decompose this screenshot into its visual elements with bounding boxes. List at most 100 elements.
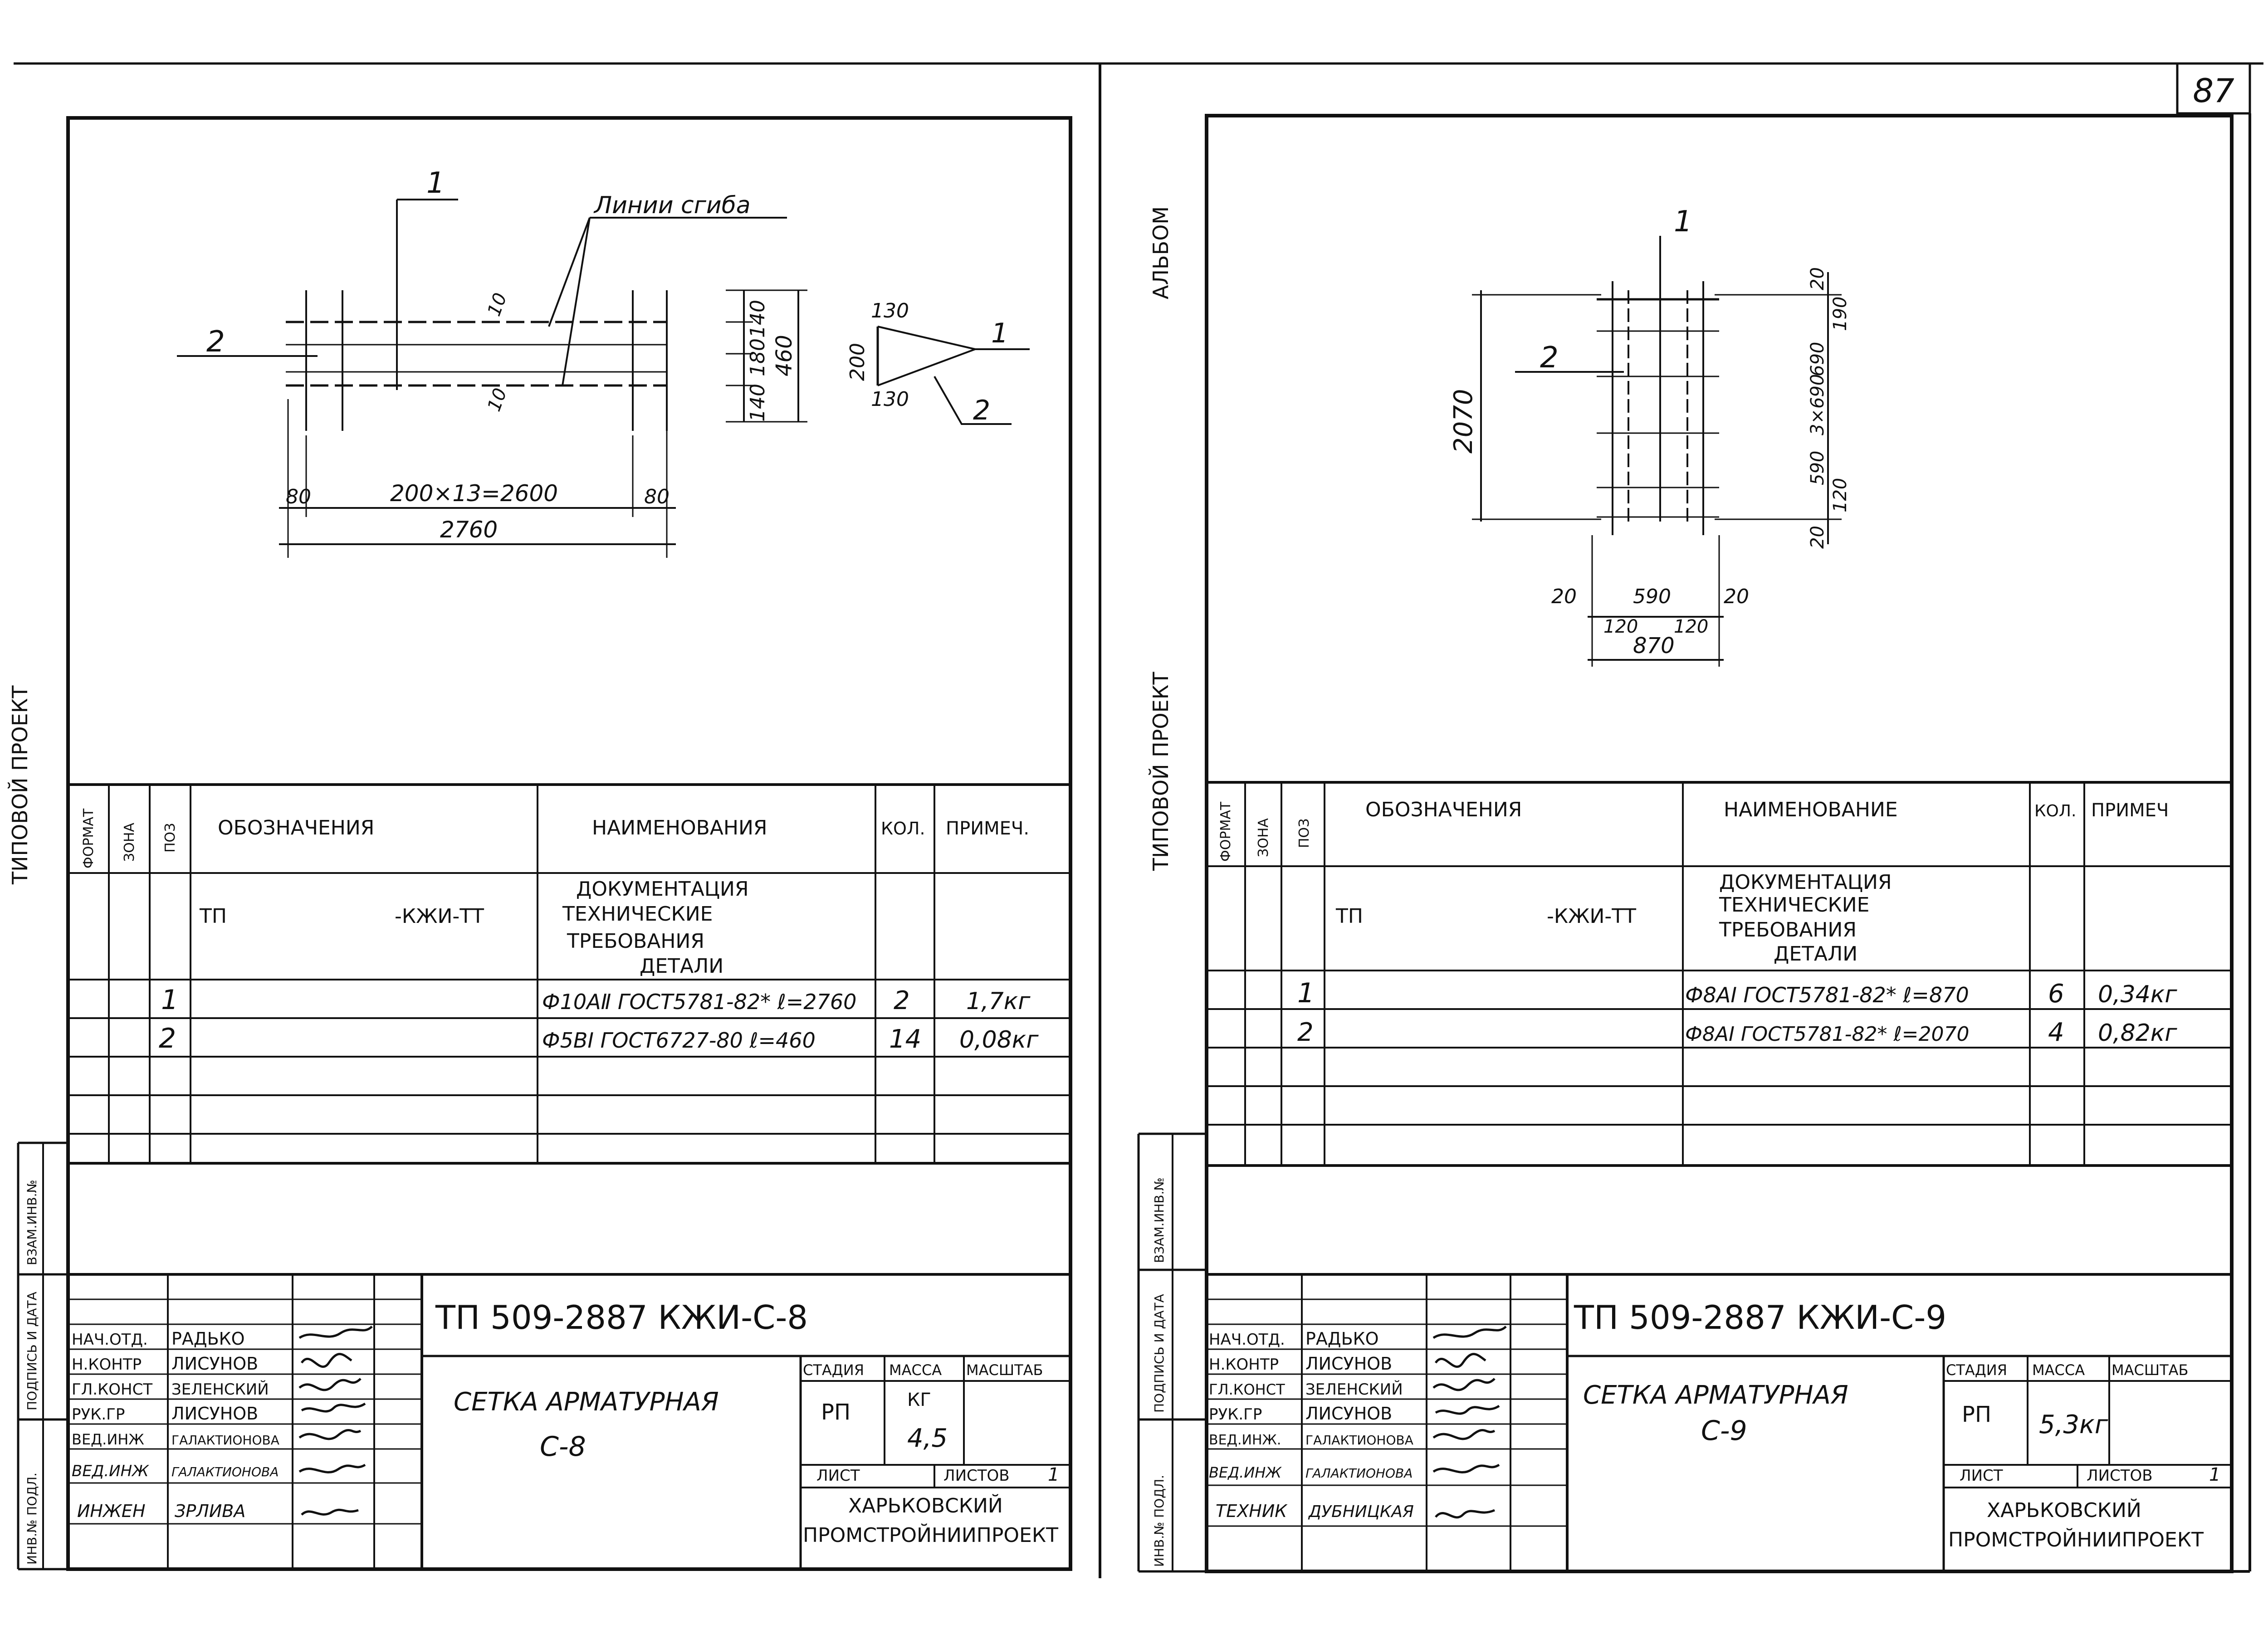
c9-dim-right-6: 20 <box>1807 526 1828 549</box>
side-label-typical-project-right: ТИПОВОЙ ПРОЕКТ <box>1149 672 1173 871</box>
stamp-col-inv-right: ИНВ.№ ПОДЛ. <box>1152 1475 1167 1567</box>
c9-lbl-sheet: ЛИСТ <box>1960 1467 2003 1485</box>
c8-row1-qty: 2 <box>894 986 910 1015</box>
c9-dim-right-4: 590 <box>1807 451 1828 485</box>
c9-dim-bottom-2: 20 <box>1724 585 1749 608</box>
c9-dim-right-1: 190 <box>1830 297 1851 331</box>
c9-hdr-zone: ЗОНА <box>1256 818 1271 857</box>
c8-hdr-note: ПРИМЕЧ. <box>946 818 1029 839</box>
c9-staff-name-3: ЛИСУНОВ <box>1305 1404 1392 1424</box>
c8-row1-name: Ф10АⅡ ГОСТ5781-82* ℓ=2760 <box>542 990 856 1014</box>
c9-staff-name-2: ЗЕЛЕНСКИЙ <box>1305 1380 1403 1399</box>
c8-staff-role-0: НАЧ.ОТД. <box>72 1331 148 1349</box>
c9-row0-designation-suffix: -КЖИ-ТТ <box>1547 905 1636 928</box>
c8-row0-name-0: ДОКУМЕНТАЦИЯ <box>576 878 749 901</box>
c9-org-line1: ХАРЬКОВСКИЙ <box>1987 1498 2141 1522</box>
c8-section-callout-1: 1 <box>991 317 1008 349</box>
c8-section-top: 130 <box>871 299 909 322</box>
c9-row1-name: Ф8АⅠ ГОСТ5781-82* ℓ=870 <box>1685 983 1969 1007</box>
c9-dim-height-total: 2070 <box>1449 389 1478 454</box>
c9-hdr-pos: ПОЗ <box>1296 819 1312 848</box>
c8-staff-name-0: РАДЬКО <box>171 1329 245 1349</box>
c9-staff-role-2: ГЛ.КОНСТ <box>1209 1381 1285 1398</box>
c9-callout-2: 2 <box>1540 341 1559 375</box>
c8-hdr-qty: КОЛ. <box>881 819 925 839</box>
c9-title-line2: С-9 <box>1701 1415 1747 1447</box>
c8-dim-right-bottom: 140 <box>746 384 769 422</box>
c8-staff-name-3: ЛИСУНОВ <box>171 1404 258 1424</box>
c8-title-line2: С-8 <box>540 1431 586 1463</box>
c8-callout-1: 1 <box>426 166 445 200</box>
signatures <box>298 1326 1507 1519</box>
c8-staff-role-3: РУК.ГР <box>72 1405 125 1424</box>
c8-dim-right-top: 140 <box>746 300 769 338</box>
c8-mass-unit: КГ <box>907 1390 931 1410</box>
c8-section-bottom: 130 <box>871 388 909 411</box>
c8-row2-note: 0,08кг <box>959 1026 1039 1054</box>
c8-staff-role-2: ГЛ.КОНСТ <box>72 1380 152 1399</box>
c9-hdr-format: ФОРМАТ <box>1218 801 1234 862</box>
c8-lbl-sheet: ЛИСТ <box>816 1467 860 1485</box>
c9-hdr-name: НАИМЕНОВАНИЕ <box>1724 798 1898 821</box>
c9-lbl-scale: МАСШТАБ <box>2112 1361 2188 1379</box>
c8-lbl-stage: СТАДИЯ <box>803 1361 864 1379</box>
c8-dim-gap-top: 10 <box>484 290 511 319</box>
c9-code: ТП 509-2887 КЖИ-С-9 <box>1574 1298 1946 1336</box>
c8-row0-designation-suffix: -КЖИ-ТТ <box>395 905 484 928</box>
mesh-c9-drawing <box>1472 236 1842 667</box>
c8-row2-name: Ф5ВⅠ ГОСТ6727-80 ℓ=460 <box>542 1028 816 1053</box>
c8-row0-name-3: ДЕТАЛИ <box>640 955 723 978</box>
c8-staff-role-5: ВЕД.ИНЖ <box>72 1462 149 1480</box>
c8-dim-right-total: 460 <box>772 335 797 376</box>
c9-dim-bottom-4: 120 <box>1674 616 1708 637</box>
c9-staff-name-0: РАДЬКО <box>1305 1329 1379 1349</box>
c9-dim-bottom-3: 120 <box>1603 616 1638 637</box>
c9-row2-pos: 2 <box>1297 1018 1314 1047</box>
c9-dim-right-0: 20 <box>1807 267 1828 290</box>
c9-staff-name-5: ГАЛАКТИОНОВА <box>1305 1466 1413 1481</box>
c9-staff-name-1: ЛИСУНОВ <box>1305 1354 1392 1374</box>
c8-dim-right-end: 80 <box>644 485 670 508</box>
c8-dim-right-mid: 180 <box>746 338 769 376</box>
stamp-col-sign-right: ПОДПИСЬ И ДАТА <box>1152 1294 1167 1413</box>
c9-staff-role-4: ВЕД.ИНЖ. <box>1209 1432 1281 1448</box>
c8-dim-spacing: 200×13=2600 <box>390 480 558 507</box>
c8-section-callout-2: 2 <box>973 395 990 426</box>
side-label-album: АЛЬБОМ <box>1149 206 1173 299</box>
c9-row0-name-2: ТРЕБОВАНИЯ <box>1719 918 1857 941</box>
c9-row0-name-3: ДЕТАЛИ <box>1774 942 1857 966</box>
c9-staff-role-5: ВЕД.ИНЖ <box>1209 1464 1282 1481</box>
c8-hdr-pos: ПОЗ <box>162 823 178 853</box>
c9-row1-qty: 6 <box>2048 979 2064 1009</box>
c8-lbl-mass: МАССА <box>889 1361 942 1379</box>
c9-row2-qty: 4 <box>2048 1018 2064 1047</box>
c9-staff-name-6: ДУБНИЦКАЯ <box>1308 1502 1414 1521</box>
c8-lbl-scale: МАСШТАБ <box>966 1361 1043 1379</box>
c9-dim-right-2: 690 <box>1807 342 1828 376</box>
c8-dim-total: 2760 <box>440 517 498 543</box>
c8-staff-name-2: ЗЕЛЕНСКИЙ <box>171 1380 269 1399</box>
c8-org-line2: ПРОМСТРОЙНИИПРОЕКТ <box>803 1523 1058 1547</box>
c8-hdr-zone: ЗОНА <box>122 823 137 862</box>
c8-staff-role-4: ВЕД.ИНЖ <box>72 1431 144 1448</box>
c9-dim-bottom-1: 590 <box>1633 585 1671 608</box>
c8-row0-designation: ТП <box>199 905 227 928</box>
c8-code: ТП 509-2887 КЖИ-С-8 <box>435 1298 808 1336</box>
c9-dim-bottom-0: 20 <box>1551 585 1577 608</box>
c8-staff-name-5: ГАЛАКТИОНОВА <box>171 1464 279 1479</box>
c9-row0-designation: ТП <box>1335 905 1363 928</box>
c8-row0-name-1: ТЕХНИЧЕСКИЕ <box>562 902 713 926</box>
stamp-col-vzam-left: ВЗАМ.ИНВ.№ <box>24 1180 39 1265</box>
c8-hdr-name: НАИМЕНОВАНИЯ <box>592 816 767 839</box>
c8-lbl-sheets: ЛИСТОВ <box>943 1467 1010 1485</box>
c8-stage-value: РП <box>821 1400 850 1425</box>
c9-stage-value: РП <box>1962 1402 1991 1427</box>
c9-hdr-note: ПРИМЕЧ <box>2091 800 2169 821</box>
c9-staff-role-1: Н.КОНТР <box>1209 1356 1279 1374</box>
c8-row1-note: 1,7кг <box>966 988 1031 1015</box>
c8-row0-name-2: ТРЕБОВАНИЯ <box>567 930 704 953</box>
c8-hdr-format: ФОРМАТ <box>81 808 97 868</box>
c9-title-line1: СЕТКА АРМАТУРНАЯ <box>1583 1380 1848 1410</box>
c8-mass-value: 4,5 <box>907 1424 948 1453</box>
